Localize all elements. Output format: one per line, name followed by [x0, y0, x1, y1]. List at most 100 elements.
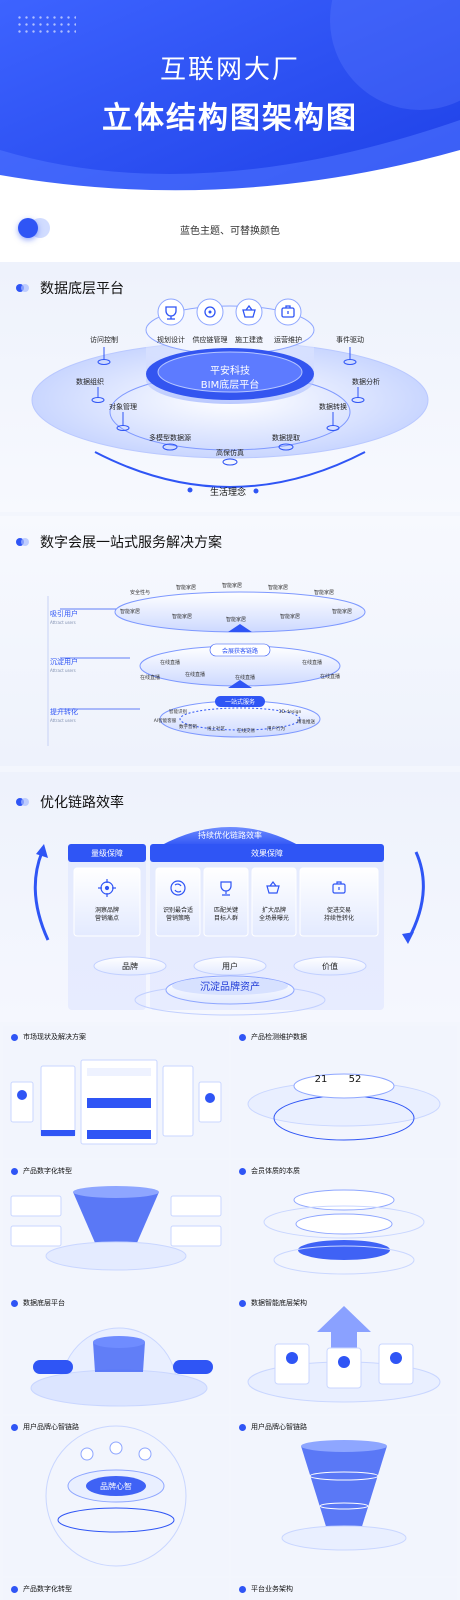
layer1-label: 智能家居 — [332, 608, 352, 615]
layer3-label: 智能识别 — [169, 708, 187, 715]
section2-diagram: 吸引用户 Attract users 沉淀用户 Attract users 提升… — [47, 582, 366, 746]
thumb-title: 用户品牌心智链路 — [251, 1423, 307, 1431]
thumb-data-intelligence[interactable]: 数据智能底层架构 — [231, 1292, 457, 1414]
hero-background — [0, 0, 460, 200]
thumb-title: 数据智能底层架构 — [251, 1299, 307, 1307]
layer1-badge: 会展获客链路 — [222, 647, 258, 655]
thumb-graphic — [281, 1440, 407, 1551]
card-line1: 匹配关键 — [214, 906, 238, 914]
top-label: 供应链管理 — [193, 335, 228, 344]
pill-label: 价值 — [322, 961, 338, 971]
card-row — [73, 867, 379, 937]
left-label: 数据组织 — [76, 377, 104, 386]
section1-title: 数据底层平台 — [40, 281, 124, 297]
hero-dot-pattern — [16, 14, 76, 34]
hero-title-line1: 互联网大厂 — [159, 55, 300, 85]
layer1-label: 智能家居 — [120, 608, 140, 615]
thumb-title: 平台业务架构 — [251, 1585, 293, 1593]
thumb-brand-chain[interactable]: 用户品牌心智链路 — [231, 1416, 457, 1576]
thumb-number: 21 — [315, 1074, 328, 1085]
thumb-digital-transform[interactable]: 产品数字化转型 — [3, 1160, 229, 1292]
bottom-label: 高保仿真 — [216, 448, 244, 457]
left-arrow-arc — [33, 851, 50, 941]
footer-label: 生活理念 — [210, 486, 246, 498]
top-tag: 智能家居 — [222, 582, 242, 589]
section-expo-solution: 数字会展一站式服务解决方案 吸引用户 Attract users 沉淀用户 At… — [0, 516, 460, 766]
section3-header: 优化链路效率 — [16, 792, 124, 812]
refresh-icon — [170, 880, 186, 896]
top-label: 运营维护 — [274, 335, 302, 344]
pill-value — [293, 956, 367, 976]
center-line1: 平安科技 — [210, 364, 250, 377]
top-label: 施工建造 — [235, 335, 263, 344]
right-column-head: 效果保障 — [251, 848, 283, 858]
crosshair-icon — [98, 879, 116, 897]
section-bullet-icon — [16, 283, 30, 293]
thumb-data-platform[interactable]: 数据底层平台 — [3, 1292, 229, 1414]
thumb-business-architecture[interactable]: 平台业务架构 — [231, 1578, 457, 1600]
layer2-label: 在线直播 — [235, 674, 255, 681]
thumb-title: 数据底层平台 — [23, 1299, 65, 1307]
layer1-label: 智能家居 — [280, 613, 300, 620]
center-line2: BIM底层平台 — [201, 378, 259, 391]
layer2-label: 在线直播 — [140, 674, 160, 681]
card-line1: 洞察品牌 — [95, 906, 119, 914]
basket-icon — [266, 881, 280, 894]
theme-row: 蓝色主题、可替换颜色 — [0, 200, 460, 262]
layer2-label: 在线直播 — [185, 671, 205, 678]
section-bullet-icon — [16, 537, 30, 547]
layer3-label: 用户行为 — [267, 725, 285, 732]
section-data-platform: 数据底层平台 规划设计 供应链管理 — [0, 262, 460, 512]
left-column-head: 量级保障 — [91, 848, 123, 858]
layer1-label: 智能家居 — [172, 613, 192, 620]
trophy-icon — [220, 881, 232, 896]
left-label: 对象管理 — [109, 402, 137, 411]
side-label: 沉淀用户 — [50, 657, 78, 666]
thumb-market-status[interactable]: 市场现状及解决方案 — [3, 1026, 229, 1158]
bottom-label: 数据提取 — [272, 433, 300, 442]
thumb-graphic — [10, 1186, 222, 1271]
thumb-brand-mind[interactable]: 用户品牌心智链路 品牌心智 — [3, 1416, 229, 1576]
layer1-label: 智能家居 — [226, 616, 246, 623]
side-posts — [91, 347, 365, 466]
card-line2: 目标人群 — [214, 914, 238, 922]
thumb-center: 品牌心智 — [100, 1481, 132, 1491]
thumb-number: 52 — [349, 1074, 362, 1085]
right-label: 数据转换 — [319, 402, 347, 411]
thumb-digital-transform-2[interactable]: 产品数字化转型 — [3, 1578, 229, 1600]
side-sub: Attract users — [50, 718, 76, 723]
right-arrow-arc — [406, 851, 425, 941]
section-bullet-icon — [16, 797, 30, 807]
thumb-product-monitor[interactable]: 产品检测维护数据 21 52 — [231, 1026, 457, 1158]
side-label: 吸引用户 — [50, 609, 78, 618]
thumb-title: 会员体质的本质 — [251, 1167, 300, 1175]
thumb-graphic — [30, 1327, 213, 1407]
pill-brand — [93, 956, 167, 976]
base-label: 沉淀品牌资产 — [200, 980, 260, 993]
layer3-label: 在线交易 — [237, 727, 255, 734]
top-tag: 智能家居 — [176, 584, 196, 591]
case-icon — [332, 881, 346, 894]
top-icon-row — [157, 298, 302, 326]
section3-diagram: 持续优化链路效率 量级保障 效果保障 洞察品 — [33, 827, 425, 1016]
section-chain-efficiency: 优化链路效率 持续优化链路效率 量级保障 效果保障 — [0, 772, 460, 1022]
section1-diagram: 规划设计 供应链管理 施工建造 运营维护 平安科技 BIM底层平台 访问控制 数… — [31, 298, 429, 498]
layer3-label: 精准推送 — [297, 718, 315, 725]
layer2-label: 在线直播 — [302, 659, 322, 666]
layer3-label: 线上社区 — [207, 725, 225, 732]
layer3-label: AI智能客服 — [154, 717, 177, 724]
right-label: 数据分析 — [352, 377, 380, 386]
section2-title: 数字会展一站式服务解决方案 — [40, 535, 222, 551]
section3-title: 优化链路效率 — [40, 795, 124, 811]
thumb-graphic: 品牌心智 — [45, 1425, 187, 1567]
card-line1: 识别最合适 — [163, 906, 193, 914]
hero-title-line2: 立体结构图架构图 — [102, 101, 358, 136]
theme-label: 蓝色主题、可替换颜色 — [180, 226, 280, 237]
thumb-title: 市场现状及解决方案 — [23, 1033, 86, 1041]
bottom-label: 多模型数据源 — [149, 433, 191, 442]
top-label: 规划设计 — [157, 335, 185, 344]
thumb-member-essence[interactable]: 会员体质的本质 — [231, 1160, 457, 1292]
side-sub: Attract users — [50, 668, 76, 673]
pill-label: 用户 — [222, 961, 238, 971]
top-tag: 智能家居 — [314, 589, 334, 596]
